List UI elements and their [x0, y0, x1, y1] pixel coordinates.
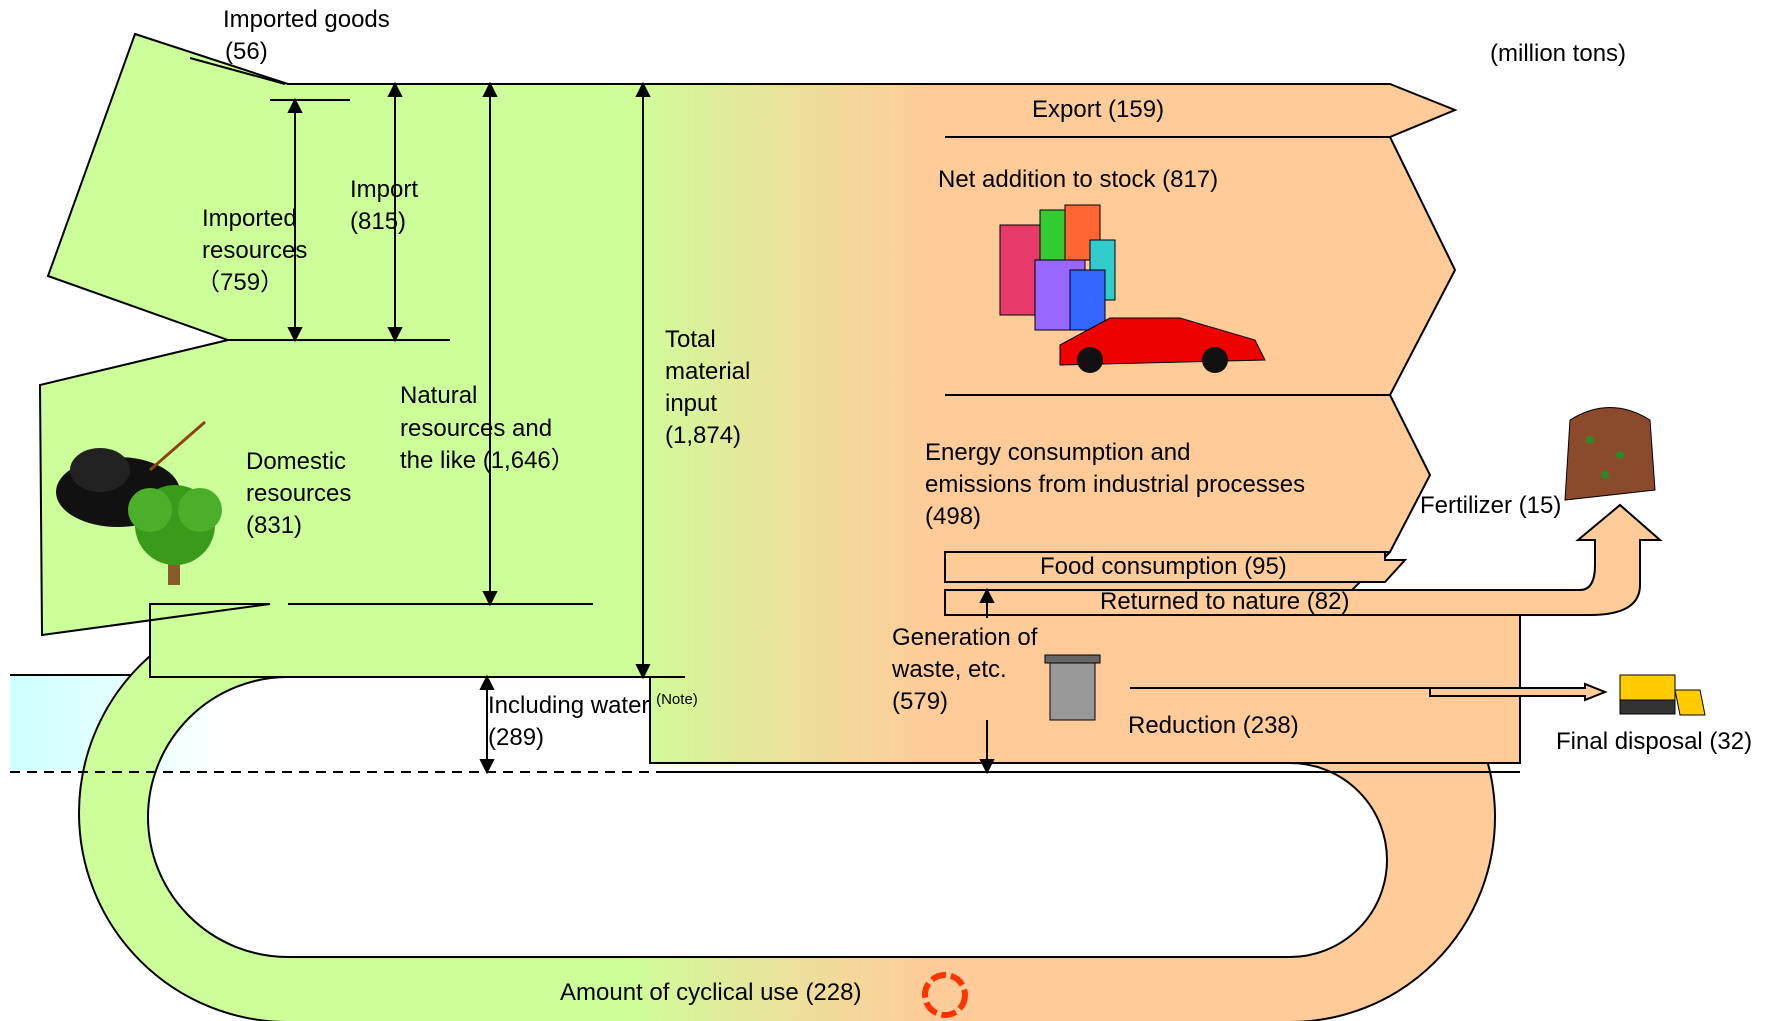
export-label: Export (159): [1032, 96, 1165, 123]
energy-value: (498): [925, 503, 982, 530]
buildings-icon: [999, 204, 1116, 331]
returned-to-nature-band: [944, 503, 1663, 616]
unit-label: (million tons): [1490, 40, 1627, 67]
total-input-line1: Total: [665, 326, 716, 353]
fertilizer-label: Fertilizer (15): [1420, 492, 1562, 519]
import-value: (815): [350, 208, 407, 235]
final-disposal-label: Final disposal (32): [1556, 728, 1753, 755]
cyclical-use-label: Amount of cyclical use (228): [560, 979, 862, 1006]
bulldozer-icon: [1619, 674, 1706, 716]
reduction-label: Reduction (238): [1128, 712, 1299, 739]
returned-to-nature-label: Returned to nature (82): [1100, 588, 1350, 615]
total-input-value: (1,874): [665, 422, 742, 449]
including-water-value: (289): [488, 724, 545, 751]
imported-goods-stream: [189, 57, 286, 85]
total-input-line3: input: [665, 390, 718, 417]
import-label: Import: [350, 176, 419, 203]
trash-can-icon: [1044, 654, 1101, 721]
imported-goods-label: Imported goods: [223, 6, 390, 33]
net-addition-label: Net addition to stock (817): [938, 166, 1219, 193]
imported-resources-line2: resources: [202, 237, 308, 264]
imported-goods-value: (56): [225, 38, 268, 65]
food-consumption-label: Food consumption (95): [1040, 553, 1287, 580]
recycle-icon: [922, 972, 968, 1018]
including-water-note: (Note): [656, 691, 698, 708]
compost-icon: [1564, 407, 1656, 501]
natural-resources-line1: Natural: [400, 382, 478, 409]
natural-resources-line2: resources and: [400, 415, 553, 442]
energy-line2: emissions from industrial processes: [925, 471, 1306, 498]
energy-line1: Energy consumption and: [925, 439, 1191, 466]
main-flow-body: [38, 32, 1521, 764]
including-water-label: Including water (Note): [488, 691, 698, 719]
final-disposal-arrow: [1429, 682, 1608, 702]
domestic-resources-value: (831): [246, 512, 303, 539]
car-icon: [1059, 317, 1266, 373]
domestic-resources-line1: Domestic: [246, 448, 347, 475]
waste-line1: Generation of: [892, 624, 1038, 651]
domestic-resources-line2: resources: [246, 480, 352, 507]
natural-resources-line3: the like (1,646）: [400, 447, 575, 474]
waste-value: (579): [892, 688, 949, 715]
dimension-arrows: [287, 81, 995, 775]
imported-resources-value: （759）: [196, 269, 285, 296]
waste-line2: waste, etc.: [892, 656, 1007, 683]
food-consumption-band: [944, 551, 1408, 583]
imported-resources-line1: Imported: [202, 205, 297, 232]
tree-icon: [128, 485, 222, 585]
total-input-line2: material: [665, 358, 751, 385]
